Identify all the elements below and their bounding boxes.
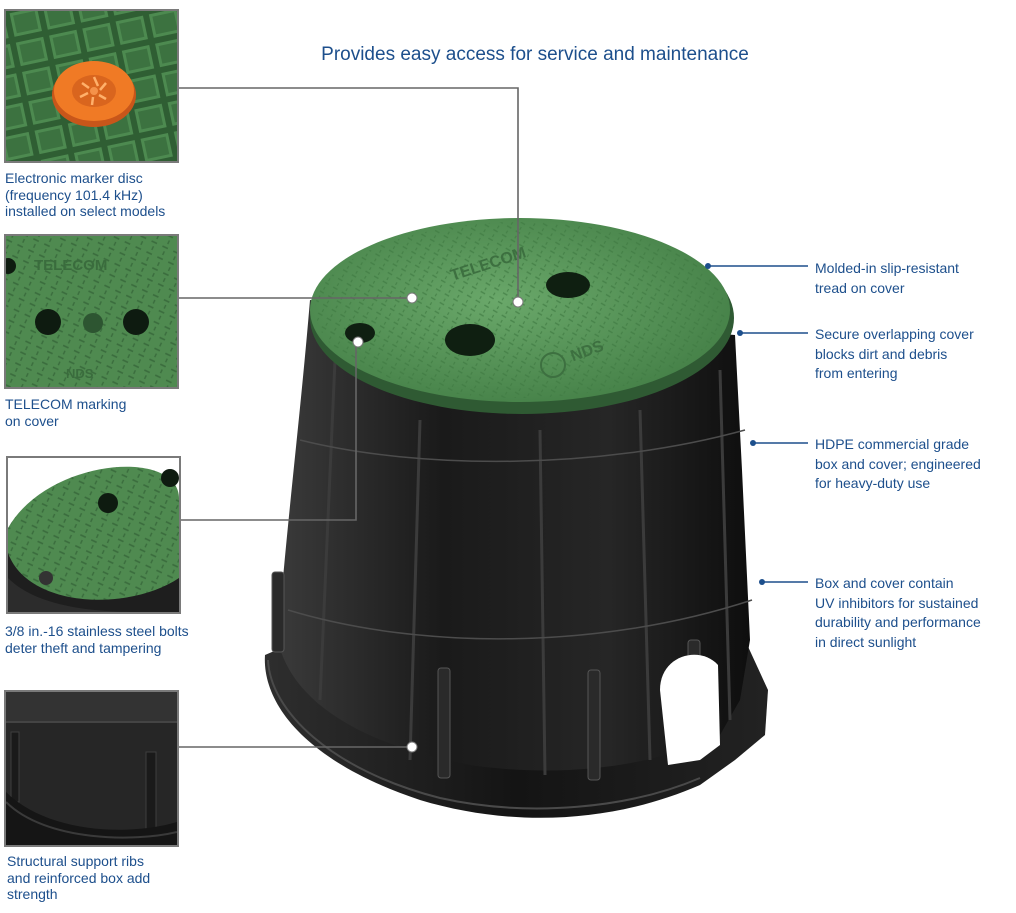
thumb-bolt-hole bbox=[98, 493, 118, 513]
caption-overlap: Secure overlapping cover blocks dirt and… bbox=[815, 326, 974, 381]
caption-marker-disc: Electronic marker disc (frequency 101.4 … bbox=[5, 170, 166, 219]
caption-hdpe: HDPE commercial grade box and cover; eng… bbox=[815, 436, 981, 491]
right-leader-lines bbox=[708, 265, 808, 583]
bolts-photo bbox=[6, 456, 181, 614]
cover-hole-right bbox=[546, 272, 590, 298]
thumb-bolt-icon bbox=[83, 313, 103, 333]
thumb-telecom-text: TELECOM bbox=[34, 257, 107, 274]
right-leader-dots bbox=[705, 263, 765, 585]
caption-bolts: 3/8 in.-16 stainless steel bolts deter t… bbox=[5, 623, 189, 656]
box-body bbox=[271, 300, 753, 781]
thumb-hole-left bbox=[35, 309, 61, 335]
cover-hole-left bbox=[345, 323, 375, 343]
caption-telecom-marking: TELECOM marking on cover bbox=[5, 396, 127, 429]
headline: Provides easy access for service and mai… bbox=[321, 44, 749, 65]
marker-disc-photo bbox=[4, 9, 179, 163]
thumb-brand-text: NDS bbox=[66, 366, 94, 381]
cover-brand-logo bbox=[540, 352, 566, 378]
left-leader-lines bbox=[178, 87, 519, 748]
cover-hole-center bbox=[445, 324, 495, 356]
ribs-photo bbox=[4, 690, 179, 847]
caption-tread: Molded-in slip-resistant tread on cover bbox=[815, 260, 959, 296]
telecom-marking-photo: TELECOM NDS bbox=[4, 234, 179, 389]
thumb-cover-hole bbox=[161, 469, 179, 487]
telecom-cover: TELECOM NDS bbox=[310, 218, 734, 414]
caption-ribs: Structural support ribs and reinforced b… bbox=[7, 853, 151, 902]
marker-disc-icon bbox=[52, 61, 136, 127]
caption-uv: Box and cover contain UV inhibitors for … bbox=[815, 575, 981, 650]
thumb-bolt-head bbox=[39, 571, 53, 585]
thumb-hole-right bbox=[123, 309, 149, 335]
left-leader-dots bbox=[352, 292, 524, 753]
